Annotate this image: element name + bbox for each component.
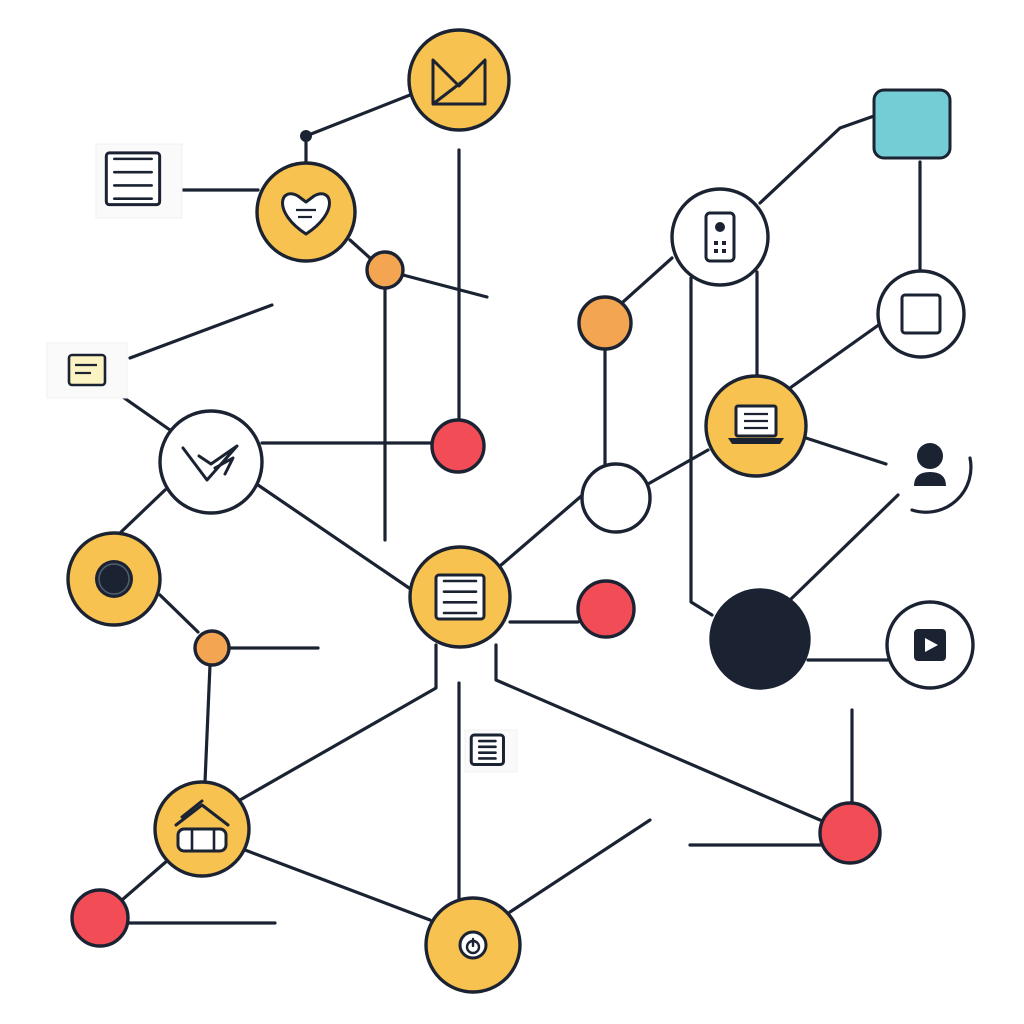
document-icon — [434, 573, 486, 621]
heart-message-icon — [281, 192, 331, 236]
document-hub — [408, 545, 512, 649]
label-list-bottom — [464, 729, 518, 773]
laptop-icon — [728, 404, 784, 444]
red-junction-center — [576, 579, 636, 639]
smartphone-icon — [704, 211, 736, 263]
edge-user-dark — [788, 493, 900, 602]
square-icon — [900, 293, 942, 335]
envelope-icon — [431, 58, 487, 106]
label-list-top-left — [95, 143, 183, 219]
edge-phone-dark — [689, 276, 714, 617]
edge-document-home — [238, 643, 438, 802]
edge-power-diag — [508, 818, 652, 914]
edge-home-power — [243, 848, 432, 922]
orange-junction-left — [193, 629, 231, 667]
edge-orange-phone — [621, 256, 674, 304]
red-junction-top — [430, 418, 486, 474]
junction-dot — [300, 130, 312, 142]
user-icon — [914, 443, 946, 486]
send-hub — [158, 409, 264, 515]
paper-plane-icon — [181, 444, 239, 482]
edge-phone-teal — [758, 114, 876, 205]
diagram-nodes — [66, 28, 975, 994]
floating-labels — [46, 143, 518, 773]
edge-empty-laptop — [646, 448, 710, 486]
list-icon — [104, 151, 162, 207]
mail-hub — [407, 28, 511, 132]
play-icon — [914, 629, 946, 661]
edge-note-send — [118, 393, 172, 432]
orange-junction-top — [365, 250, 405, 290]
red-junction-bottom-left — [70, 888, 130, 948]
power-icon — [458, 930, 488, 960]
empty-hub — [580, 462, 652, 534]
list-icon — [469, 733, 505, 766]
edge-document-bottom-right — [494, 643, 822, 822]
edge-record-orange — [158, 593, 200, 634]
edge-laptop-user — [804, 436, 888, 466]
heart-hub — [255, 161, 357, 263]
edge-orange-right — [401, 273, 489, 299]
red-junction-bottom-right — [818, 801, 882, 865]
phone-hub — [670, 187, 770, 287]
record-icon — [95, 560, 133, 598]
edge-mail-heart — [304, 93, 412, 165]
play-hub — [885, 600, 975, 690]
edge-laptop-square — [788, 322, 882, 390]
teal-block — [872, 88, 952, 160]
home-hub — [153, 780, 251, 878]
edge-home-redleft — [120, 858, 170, 902]
home-icon — [174, 799, 230, 853]
power-hub — [424, 896, 522, 994]
edge-note-stub — [128, 303, 274, 360]
edge-heart-orange — [348, 238, 372, 260]
sticky-note-icon — [67, 353, 107, 387]
edge-send-record — [118, 488, 167, 535]
edge-send-document — [256, 483, 414, 592]
laptop-hub — [704, 374, 808, 478]
connection-lines — [118, 93, 922, 925]
user-hub — [910, 443, 973, 514]
orange-junction-right — [577, 295, 633, 351]
edge-document-empty — [498, 490, 588, 568]
edge-orange-home — [203, 663, 212, 784]
dark-hub — [709, 588, 811, 690]
square-hub — [876, 269, 966, 359]
label-note-left — [46, 342, 128, 399]
record-hub — [66, 531, 162, 627]
